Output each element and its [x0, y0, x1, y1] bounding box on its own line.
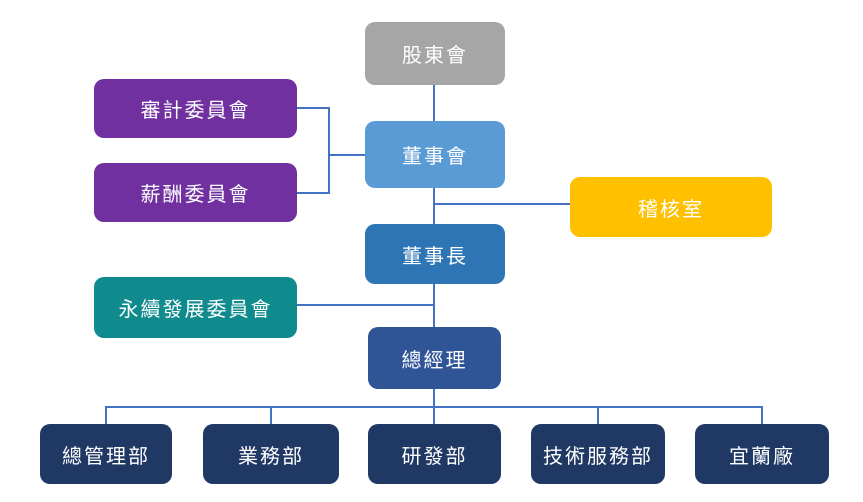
org-node-sustainability-committee: 永續發展委員會: [94, 277, 297, 338]
org-node-sales-dept: 業務部: [203, 424, 339, 484]
connector-line: [270, 406, 272, 424]
org-node-label: 審計委員會: [140, 100, 251, 122]
org-node-general-administration-dept: 總管理部: [40, 424, 172, 484]
connector-line: [597, 406, 599, 424]
connector-line: [328, 107, 330, 194]
connector-line: [105, 406, 107, 424]
connector-line: [433, 406, 435, 424]
org-node-label: 董事長: [402, 245, 468, 268]
org-node-rd-dept: 研發部: [368, 424, 501, 484]
org-node-audit-committee: 審計委員會: [94, 79, 297, 138]
org-node-label: 總管理部: [62, 445, 150, 468]
org-node-label: 董事會: [402, 146, 468, 168]
connector-line: [433, 389, 435, 407]
org-node-technical-service-dept: 技術服務部: [531, 424, 665, 484]
org-node-shareholders: 股東會: [365, 22, 505, 85]
org-node-label: 稽核室: [638, 198, 704, 221]
connector-line: [433, 203, 570, 205]
org-node-label: 薪酬委員會: [140, 184, 251, 206]
connector-line: [433, 188, 435, 225]
org-node-label: 總經理: [401, 349, 468, 372]
org-node-label: 業務部: [238, 445, 304, 468]
connector-line: [328, 154, 365, 156]
org-node-board-of-directors: 董事會: [365, 121, 505, 188]
connector-line: [297, 192, 329, 194]
org-node-compensation-committee: 薪酬委員會: [94, 163, 297, 222]
org-node-chairman: 董事長: [365, 224, 505, 284]
connector-line: [761, 406, 763, 424]
connector-line: [433, 85, 435, 122]
connector-line: [297, 304, 434, 306]
org-node-label: 股東會: [402, 45, 468, 67]
org-node-label: 永續發展委員會: [118, 299, 273, 321]
org-node-general-manager: 總經理: [368, 327, 501, 389]
org-node-label: 技術服務部: [543, 445, 653, 468]
org-node-audit-office: 稽核室: [570, 177, 772, 237]
connector-line: [297, 107, 329, 109]
org-node-label: 宜蘭廠: [729, 445, 795, 468]
connector-line: [433, 284, 435, 328]
org-node-label: 研發部: [401, 445, 468, 468]
org-node-yilan-plant: 宜蘭廠: [695, 424, 829, 484]
